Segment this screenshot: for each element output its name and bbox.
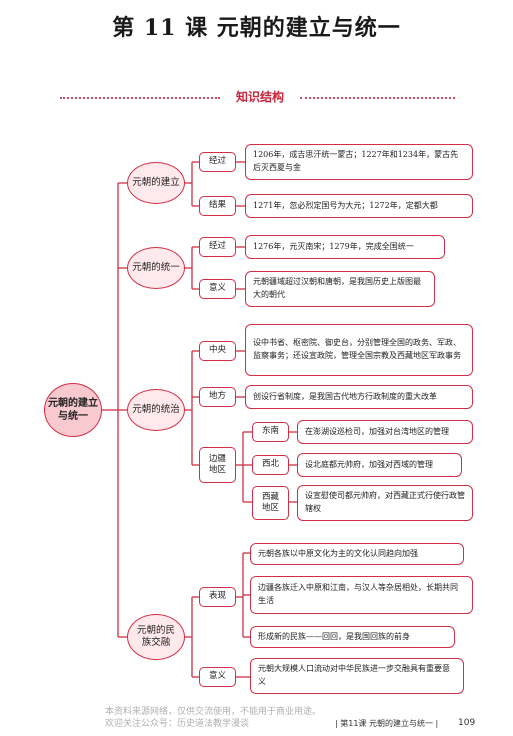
root-topic: 元朝的建立与统一 — [44, 383, 102, 437]
divider-left — [60, 97, 220, 99]
tag-border-northwest: 西北 — [252, 455, 289, 475]
text-fusion-meaning: 元朝大规模人口流动对中华民族进一步交融具有重要意义 — [250, 658, 464, 694]
text-border-northwest: 设北庭都元帅府，加强对西域的管理 — [297, 453, 462, 477]
tag-fusion-show: 表现 — [199, 587, 236, 607]
footer-source-note: 本资料来源网络，仅供交流使用，不能用于商业用途。 欢迎关注公众号：历史道法教学漫… — [105, 706, 405, 730]
section-label: 知识结构 — [235, 90, 284, 104]
text-border-southeast: 在澎湖设巡检司，加强对台湾地区的管理 — [297, 420, 473, 444]
page-title: 第 11 课 元朝的建立与统一 — [112, 15, 401, 41]
tag-founding-result: 结果 — [199, 196, 236, 216]
text-founding-process: 1206年，成吉思汗统一蒙古；1227年和1234年，蒙古先后灭西夏与金 — [245, 144, 473, 180]
text-fusion-show-3: 形成新的民族——回回，是我国回族的前身 — [250, 626, 455, 648]
tag-rule-border: 边疆地区 — [199, 447, 236, 483]
branch-fusion: 元朝的民族交融 — [127, 614, 185, 660]
text-unification-process: 1276年，元灭南宋；1279年，完成全国统一 — [245, 235, 445, 259]
page-number: 109 — [458, 718, 476, 728]
tag-unification-process: 经过 — [199, 237, 236, 257]
tag-border-southeast: 东南 — [252, 422, 289, 442]
branch-unification: 元朝的统一 — [127, 247, 185, 289]
branch-rule: 元朝的统治 — [127, 389, 185, 431]
text-fusion-show-1: 元朝各族以中原文化为主的文化认同趋向加强 — [250, 543, 464, 565]
text-rule-central: 设中书省、枢密院、御史台，分别管理全国的政务、军政、监察事务；还设宣政院，管理全… — [245, 324, 473, 376]
tag-border-tibet: 西藏地区 — [252, 486, 289, 520]
text-founding-result: 1271年，忽必烈定国号为大元；1272年，定都大都 — [245, 194, 473, 218]
text-unification-meaning: 元朝疆域超过汉朝和唐朝，是我国历史上版图最大的朝代 — [245, 271, 435, 307]
tag-rule-local: 地方 — [199, 387, 236, 407]
tag-fusion-meaning: 意义 — [199, 667, 236, 687]
text-border-tibet: 设宣慰使司都元帅府，对西藏正式行使行政管辖权 — [297, 485, 473, 521]
text-fusion-show-2: 边疆各族迁入中原和江南，与汉人等杂居相处，长期共同生活 — [250, 576, 473, 614]
text-rule-local: 创设行省制度，是我国古代地方行政制度的重大改革 — [245, 385, 473, 409]
footer-note-line-1: 本资料来源网络，仅供交流使用，不能用于商业用途。 — [105, 707, 322, 717]
branch-founding: 元朝的建立 — [127, 162, 185, 204]
divider-right — [300, 97, 455, 99]
tag-founding-process: 经过 — [199, 152, 236, 172]
footer-note-line-2: 欢迎关注公众号：历史道法教学漫谈 — [105, 719, 250, 730]
tag-unification-meaning: 意义 — [199, 279, 236, 299]
footer-chapter: | 第11课 元朝的建立与统一 | — [335, 719, 439, 728]
tag-rule-central: 中央 — [199, 341, 236, 361]
